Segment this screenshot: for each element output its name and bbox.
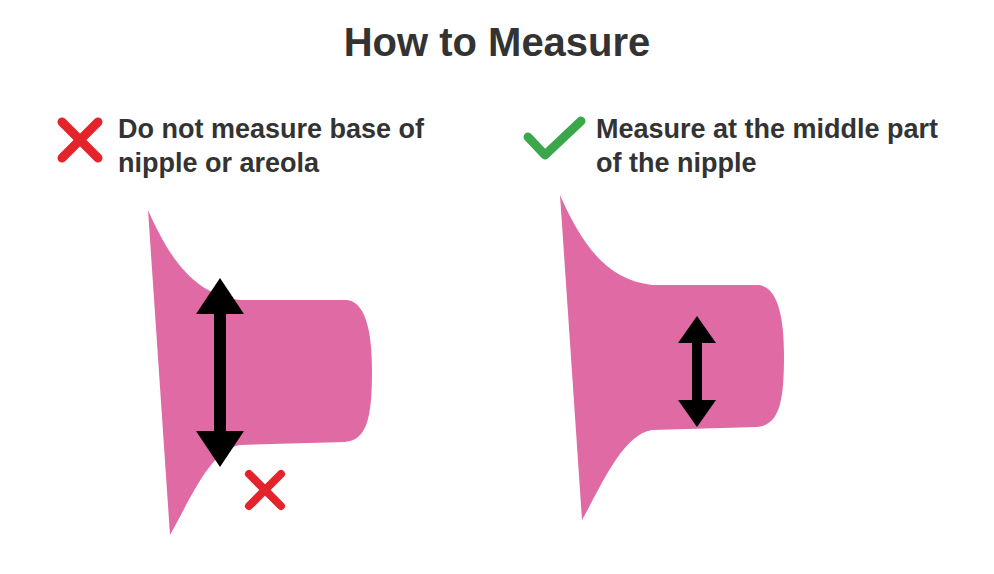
measure-arrow xyxy=(196,278,244,467)
measure-arrow xyxy=(678,316,716,427)
wrong-icon xyxy=(62,122,98,158)
nipple-shape xyxy=(560,195,784,520)
instruction-text: Do not measure base of nipple or areola xyxy=(118,112,436,180)
instruction-text: Measure at the middle part of the nipple xyxy=(596,112,941,180)
right-icon xyxy=(528,121,581,155)
diagram-title: How to Measure xyxy=(0,18,994,66)
nipple-shape xyxy=(148,210,372,535)
wrong-mark xyxy=(249,474,281,506)
